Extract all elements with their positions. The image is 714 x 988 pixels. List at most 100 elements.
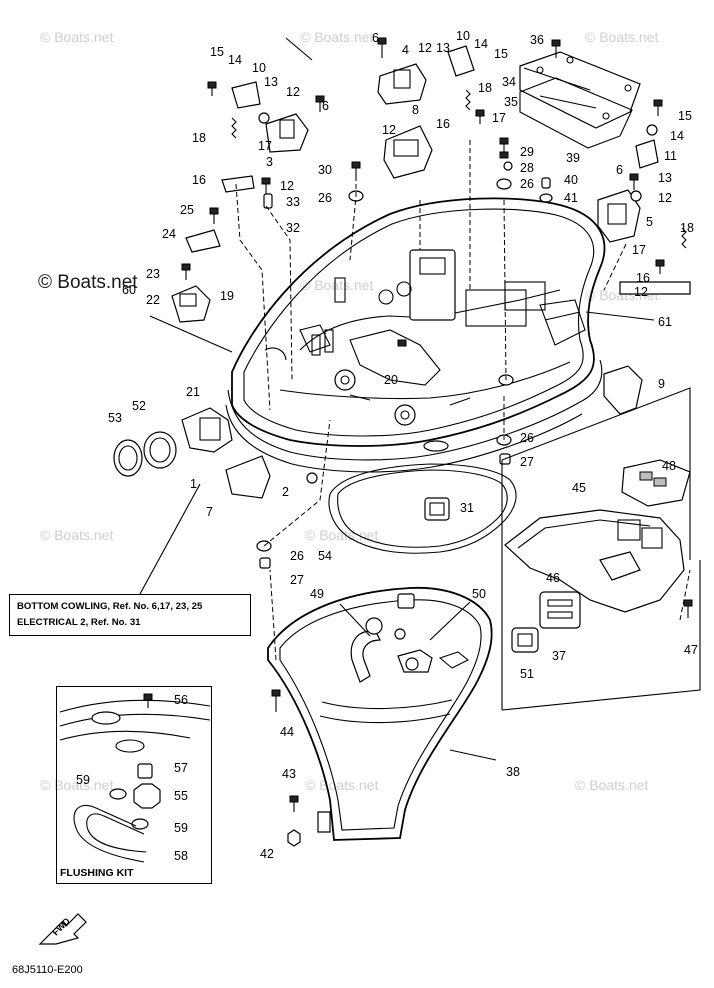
callout: 33 (286, 195, 300, 209)
callout: 27 (520, 455, 534, 469)
callout: 16 (436, 117, 450, 131)
callout: 17 (258, 139, 272, 153)
callout: 6 (372, 31, 379, 45)
callout: 18 (192, 131, 206, 145)
callout: 23 (146, 267, 160, 281)
callout: 16 (636, 271, 650, 285)
callout: 3 (266, 155, 273, 169)
watermark: © Boats.net (40, 29, 113, 45)
callout: 20 (384, 373, 398, 387)
callout: 58 (174, 849, 188, 863)
callout: 16 (192, 173, 206, 187)
drawing-code: 68J5110-E200 (12, 964, 83, 976)
callout: 11 (664, 149, 677, 163)
callout: 56 (174, 693, 188, 707)
callout: 53 (108, 411, 122, 425)
callout: 15 (678, 109, 692, 123)
callout: 12 (658, 191, 672, 205)
callout: 27 (290, 573, 304, 587)
callout: 42 (260, 847, 274, 861)
callout: 40 (564, 173, 578, 187)
callout: 47 (684, 643, 698, 657)
watermark: © Boats.net (305, 527, 378, 543)
watermark: © Boats.net (585, 29, 658, 45)
callout: 12 (382, 123, 396, 137)
watermark: © Boats.net (300, 277, 373, 293)
callout: 52 (132, 399, 146, 413)
callout: 59 (174, 821, 188, 835)
callout: 14 (474, 37, 488, 51)
watermark: © Boats.net (575, 777, 648, 793)
callout: 12 (418, 41, 432, 55)
callout: 6 (616, 163, 623, 177)
callout: 13 (264, 75, 278, 89)
watermark: © Boats.net (305, 777, 378, 793)
fwd-arrow-icon: FWD (38, 913, 87, 945)
callout: 6 (322, 99, 329, 113)
callout: 18 (478, 81, 492, 95)
callout: 48 (662, 459, 676, 473)
callout: 21 (186, 385, 200, 399)
callout: 7 (206, 505, 213, 519)
callout: 18 (680, 221, 694, 235)
callout: 34 (502, 75, 516, 89)
callout: 17 (632, 243, 646, 257)
watermark: © Boats.net (40, 527, 113, 543)
callout: 26 (290, 549, 304, 563)
callout: 1 (190, 477, 197, 491)
callout: 57 (174, 761, 188, 775)
callout: 60 (122, 283, 136, 297)
callout: 29 (520, 145, 534, 159)
callout: 55 (174, 789, 188, 803)
callout: 61 (658, 315, 672, 329)
callout: 22 (146, 293, 160, 307)
callout: 43 (282, 767, 296, 781)
callout: 13 (436, 41, 450, 55)
callout-numbers: 1 2 3 4 5 6 6 6 7 8 9 10 10 11 12 12 12 … (76, 29, 698, 863)
callout: 28 (520, 161, 534, 175)
callout: 51 (520, 667, 534, 681)
watermark: © Boats.net (40, 777, 113, 793)
callout: 26 (318, 191, 332, 205)
callout: 24 (162, 227, 176, 241)
callout: 36 (530, 33, 544, 47)
top-cowling (225, 197, 606, 473)
callout: 5 (646, 215, 653, 229)
flushing-kit-box (56, 686, 212, 884)
leader-lines (139, 37, 701, 761)
bracket-45 (504, 459, 691, 629)
callout: 39 (566, 151, 580, 165)
callout: 41 (564, 191, 578, 205)
callout: 38 (506, 765, 520, 779)
callout: 35 (504, 95, 518, 109)
callout: 15 (210, 45, 224, 59)
callout: 54 (318, 549, 332, 563)
callout: 46 (546, 571, 560, 585)
callout: 26 (520, 431, 534, 445)
callout: 12 (280, 179, 294, 193)
callout: 14 (670, 129, 684, 143)
flushing-kit-drawing (59, 693, 211, 863)
callout: 31 (460, 501, 474, 515)
callout: 25 (180, 203, 194, 217)
callout: 19 (220, 289, 234, 303)
callout: 37 (552, 649, 566, 663)
callout: 13 (658, 171, 672, 185)
callout: 2 (282, 485, 289, 499)
callout: 12 (634, 285, 648, 299)
callout: 44 (280, 725, 294, 739)
callout: 12 (286, 85, 300, 99)
callout: 17 (492, 111, 506, 125)
watermark-dark: © Boats.net (38, 272, 138, 293)
callout: 8 (412, 103, 419, 117)
watermark: © Boats.net (300, 29, 373, 45)
reference-note: BOTTOM COWLING, Ref. No. 6,17, 23, 25 EL… (9, 594, 251, 636)
callout: 14 (228, 53, 242, 67)
callout: 10 (456, 29, 470, 43)
callout: 15 (494, 47, 508, 61)
upper-parts (113, 45, 691, 653)
bottom-cowling (267, 586, 493, 841)
seal-54 (328, 463, 517, 554)
callout: 50 (472, 587, 486, 601)
